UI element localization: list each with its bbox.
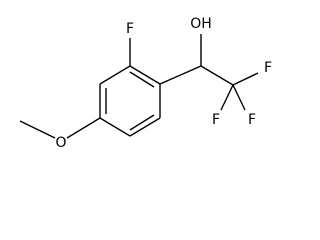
ring-bond-c2-c3 [99, 65, 131, 85]
ring-double-bond-inner-3 [129, 114, 155, 131]
atom-ether-oxygen: O [55, 135, 66, 151]
chemical-structure: F OH F F F O [19, 16, 272, 151]
ring-bond-c5-c6 [129, 117, 161, 137]
bond-carbinol-cf3 [200, 65, 234, 86]
ring-bond-c1-c2 [129, 65, 161, 85]
atom-hydroxyl: OH [190, 16, 212, 32]
ring-bond-c4-c5 [99, 117, 131, 137]
ring-double-bond-inner-1 [129, 71, 155, 88]
bond-ether-oxygen-methyl [19, 120, 56, 139]
bond-cf3-f-left [220, 84, 234, 111]
bond-c5-ether-oxygen [66, 117, 101, 139]
atom-fluorine-right: F [248, 112, 256, 128]
bond-cf3-f-right [232, 84, 246, 111]
atom-fluorine-ring: F [126, 21, 134, 37]
atom-fluorine-top: F [264, 60, 272, 76]
atom-fluorine-left: F [212, 112, 220, 128]
bond-cf3-f-top [232, 72, 259, 86]
bond-c1-carbinol [159, 65, 202, 85]
